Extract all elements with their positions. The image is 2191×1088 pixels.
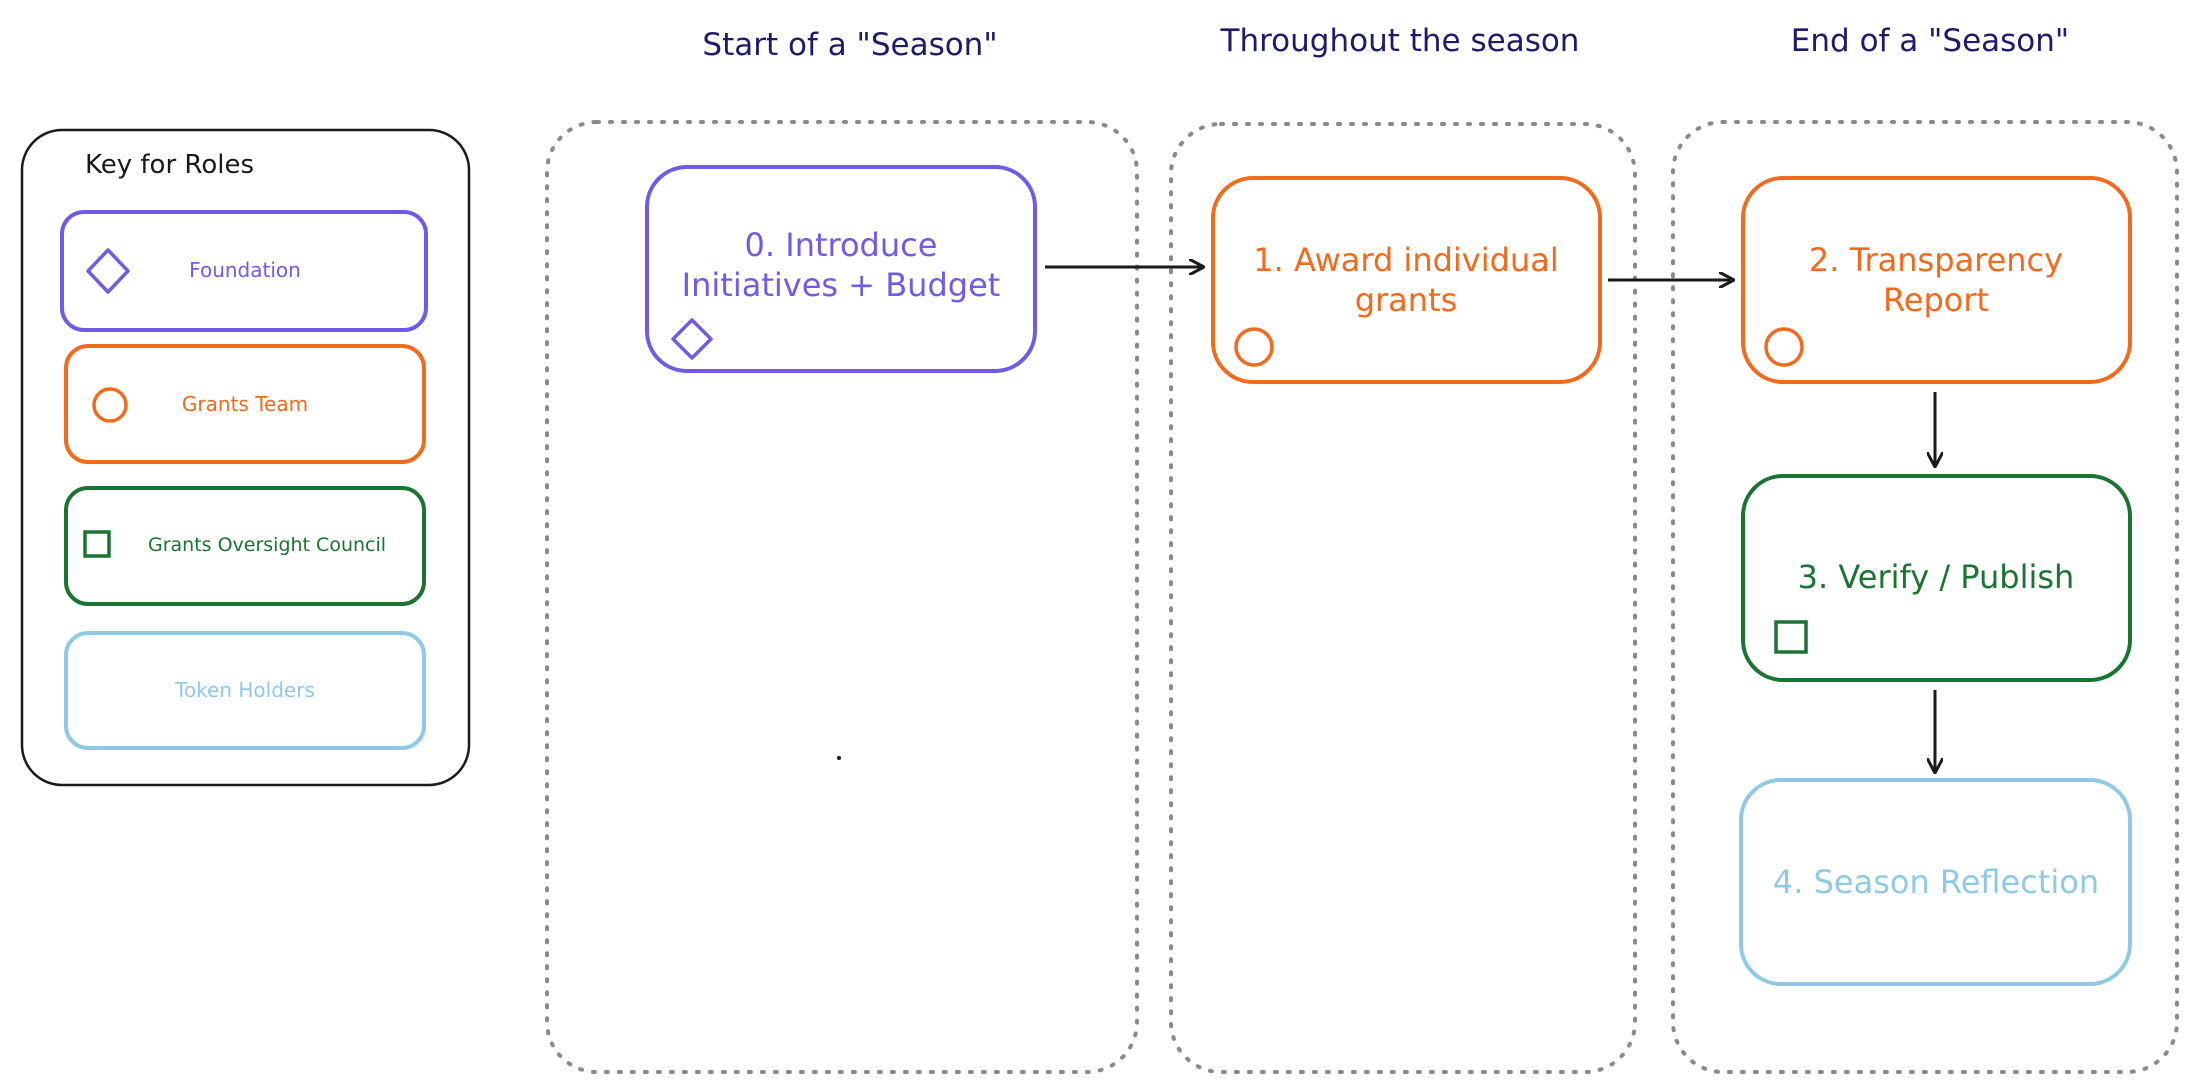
square-icon <box>83 530 111 558</box>
key-item-foundation-box <box>60 210 428 332</box>
step-0-box <box>645 165 1037 373</box>
key-label-grants-team: Grants Team <box>181 392 309 416</box>
step-0-label: 0. Introduce Initiatives + Budget <box>681 226 1001 304</box>
step-3-label: 3. Verify / Publish <box>1797 558 2075 596</box>
circle-icon <box>1764 327 1804 367</box>
column-start-container <box>545 120 1139 1074</box>
column-heading-throughout: Throughout the season <box>1220 23 1580 59</box>
key-item-council-box <box>64 486 426 606</box>
column-heading-start: Start of a "Season" <box>702 27 998 63</box>
step-3-box <box>1741 474 2132 682</box>
circle-icon <box>1234 327 1274 367</box>
key-label-token-holders: Token Holders <box>175 678 315 702</box>
step-1-label: 1. Award individual grants <box>1253 241 1559 319</box>
step-1-box <box>1211 176 1602 384</box>
diamond-icon <box>86 248 130 294</box>
diamond-icon <box>671 318 713 360</box>
key-item-token-holders-box <box>64 631 426 750</box>
stray-dot <box>837 756 841 760</box>
key-panel <box>20 128 471 787</box>
step-2-label: 2. Transparency Report <box>1808 241 2064 319</box>
step-4-label: 4. Season Reflection <box>1772 863 2100 901</box>
key-item-grants-team-box <box>64 344 426 464</box>
key-label-foundation: Foundation <box>189 258 301 282</box>
column-throughout-container <box>1169 122 1637 1074</box>
column-heading-end: End of a "Season" <box>1790 23 2070 59</box>
step-2-box <box>1741 176 2132 384</box>
circle-icon <box>92 387 128 423</box>
key-title: Key for Roles <box>85 150 254 180</box>
square-icon <box>1774 620 1808 654</box>
column-end-container <box>1671 120 2179 1074</box>
step-4-box <box>1739 778 2132 986</box>
key-label-council: Grants Oversight Council <box>147 534 387 556</box>
